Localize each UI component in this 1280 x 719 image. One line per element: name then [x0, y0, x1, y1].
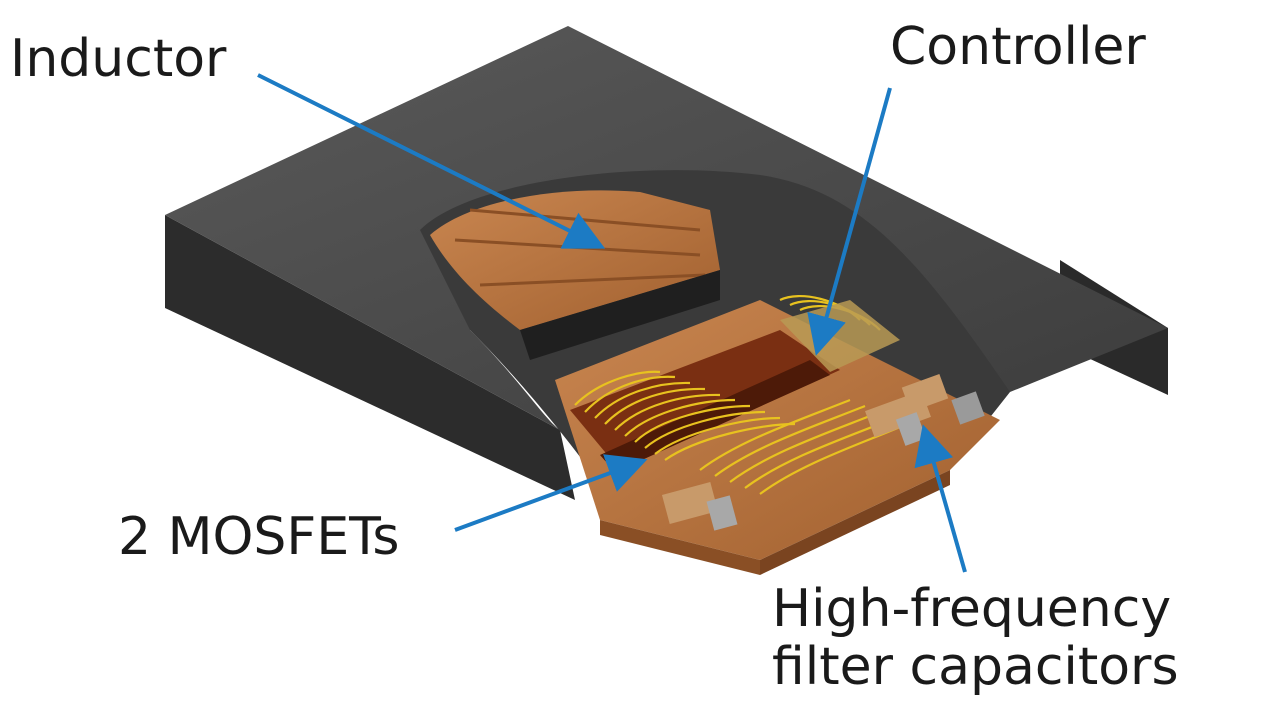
- package-side-left: [165, 215, 575, 500]
- inductor-component: [430, 190, 720, 360]
- mosfets-arrow: [454, 454, 648, 532]
- capacitors-label: High-frequency filter capacitors: [772, 579, 1179, 698]
- controller-arrow: [807, 87, 892, 356]
- bond-wires: [574, 295, 906, 495]
- filter-capacitors: [661, 373, 985, 531]
- mosfets-label: 2 MOSFETs: [118, 507, 400, 567]
- inductor-arrow: [257, 73, 606, 249]
- capacitors-arrow: [914, 424, 967, 573]
- capacitors-label-line1: High-frequency: [772, 579, 1172, 639]
- mosfet-dies: [570, 330, 840, 472]
- inductor-label: Inductor: [10, 29, 227, 89]
- capacitors-label-line2: filter capacitors: [772, 637, 1179, 698]
- controller-label: Controller: [890, 17, 1146, 77]
